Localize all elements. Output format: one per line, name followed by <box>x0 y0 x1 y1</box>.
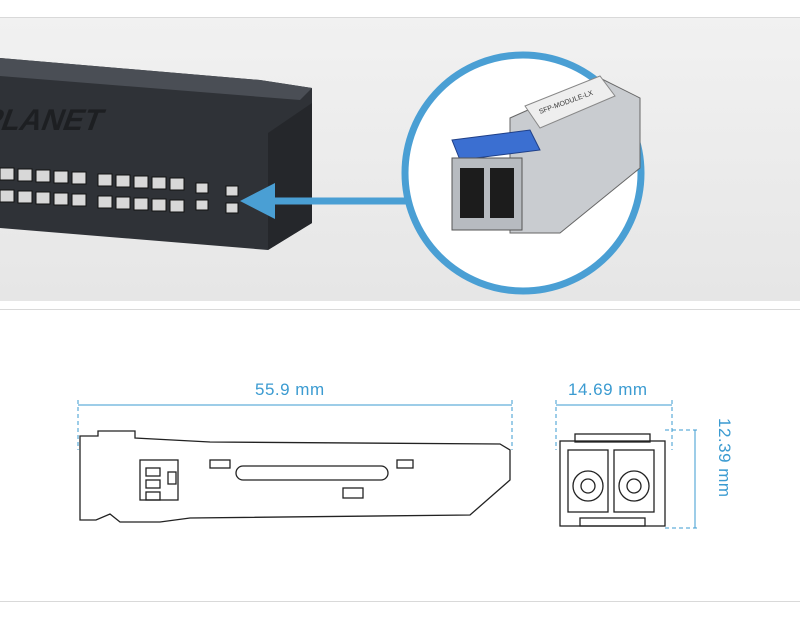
length-dimension-label: 55.9 mm <box>255 380 325 399</box>
dimension-drawing <box>77 400 700 529</box>
height-dimension-label: 12.39 mm <box>715 418 734 498</box>
sfp-side-view <box>79 430 511 523</box>
switch-ports <box>0 167 239 214</box>
switch-illustration: PLANET <box>0 51 645 295</box>
sfp-front-view <box>559 433 666 527</box>
dimension-lines <box>77 400 700 529</box>
sfp-zoom-circle: SFP-MODULE-LX <box>401 51 645 295</box>
dimension-drawing-panel <box>0 309 800 602</box>
switch-photo-panel: PLANET <box>0 17 800 301</box>
network-switch: PLANET <box>0 58 312 250</box>
width-dimension-label: 14.69 mm <box>568 380 648 399</box>
switch-brand-text: PLANET <box>0 103 109 137</box>
zoom-arrow <box>240 183 420 219</box>
